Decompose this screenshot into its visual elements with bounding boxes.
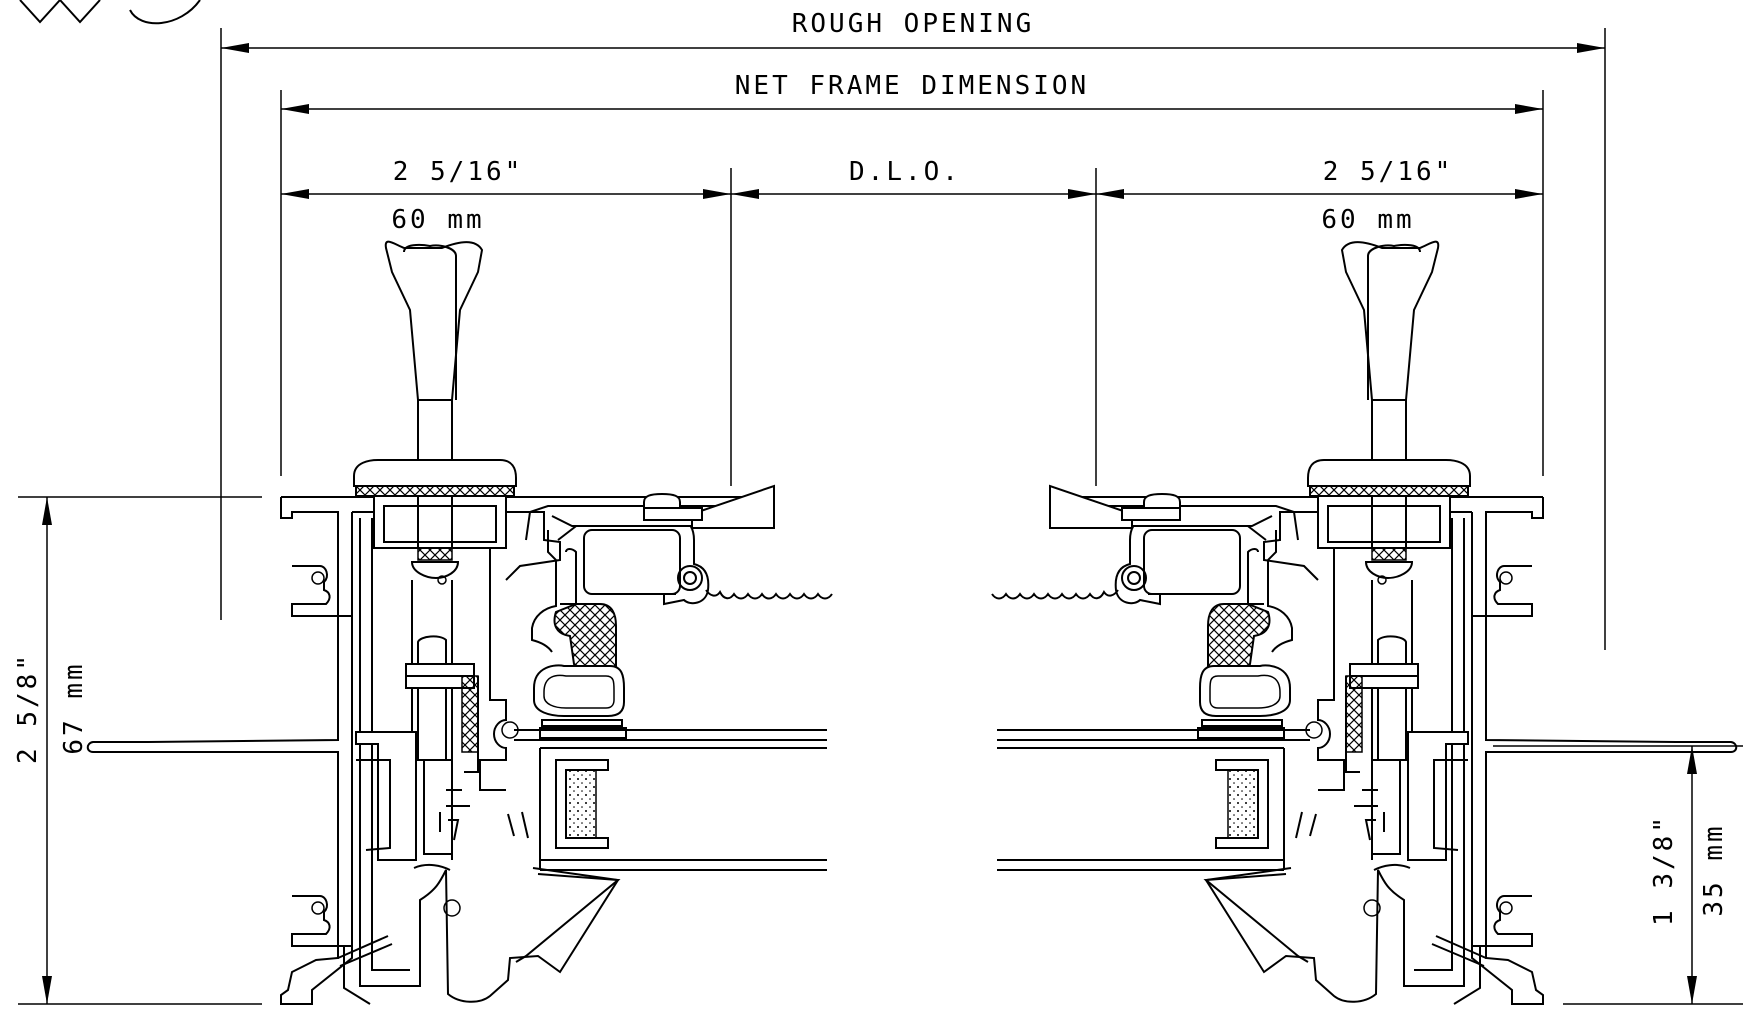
left-frame-mm-label: 60 mm — [391, 205, 484, 235]
dlo-label: D.L.O. — [849, 157, 961, 187]
left-frame-inch-label: 2 5/16" — [393, 157, 524, 187]
dimension-labels: ROUGH OPENING NET FRAME DIMENSION 2 5/16… — [13, 9, 1729, 926]
left-frame-section — [86, 240, 833, 1005]
height-mm-label: 67 mm — [59, 661, 89, 754]
height-inch-label: 2 5/8" — [13, 652, 43, 764]
dimension-lines — [18, 28, 1743, 1005]
right-frame-mm-label: 60 mm — [1321, 205, 1414, 235]
sill-mm-label: 35 mm — [1699, 823, 1729, 916]
left-cam-handle — [353, 240, 517, 497]
logo-fragment — [19, 0, 201, 25]
right-frame-inch-label: 2 5/16" — [1323, 157, 1454, 187]
right-frame-section — [991, 240, 1738, 1005]
net-frame-label: NET FRAME DIMENSION — [735, 71, 1089, 101]
rough-opening-label: ROUGH OPENING — [792, 9, 1035, 39]
sill-inch-label: 1 3/8" — [1649, 814, 1679, 926]
